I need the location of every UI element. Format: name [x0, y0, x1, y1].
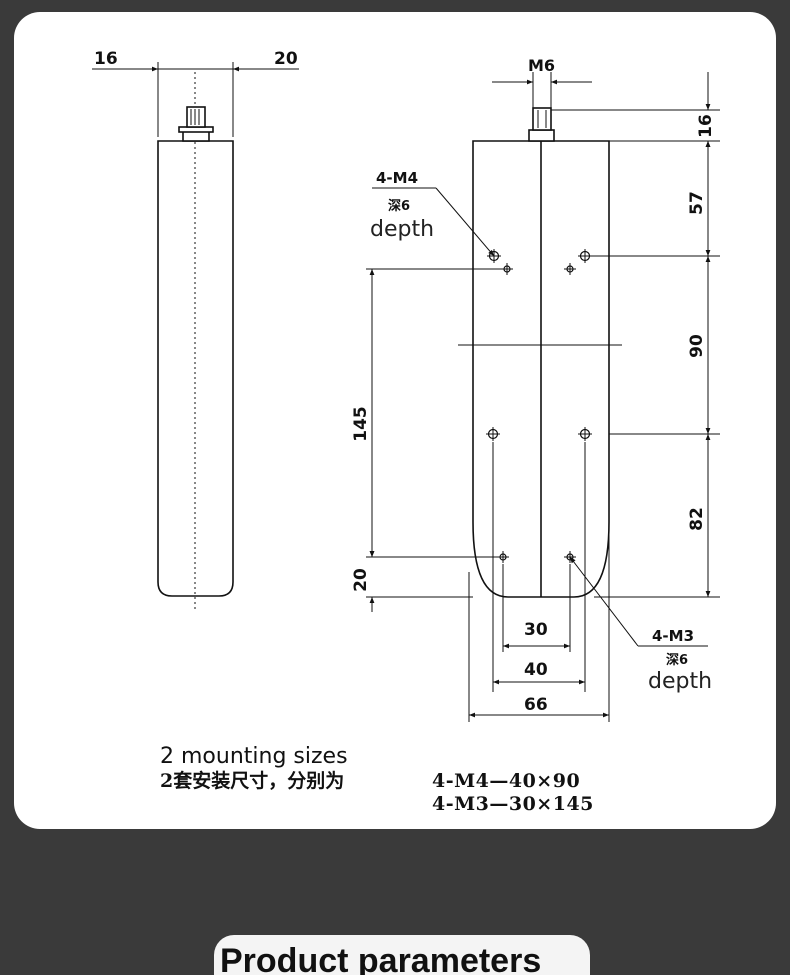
mounting-caption: 2 mounting sizes 2套安装尺寸，分别为 4-M4—40×90 4… — [160, 744, 760, 816]
dim-30: 30 — [524, 620, 548, 640]
m4-callout: 4-M4 深6 depth — [370, 169, 495, 257]
drawing-card: 16 20 M6 — [14, 12, 776, 829]
caption-size-1: 4-M4—40×90 — [432, 770, 581, 792]
caption-size-2: 4-M3—30×145 — [432, 793, 594, 815]
front-connector-base — [528, 129, 555, 142]
m4-label: 4-M4 — [376, 169, 418, 187]
m3-callout: 4-M3 深6 depth — [569, 556, 712, 694]
m3-label: 4-M3 — [652, 627, 694, 645]
front-connector-stud — [532, 107, 552, 131]
technical-drawing: 16 20 M6 — [92, 49, 720, 722]
caption-english: 2 mounting sizes — [160, 744, 348, 769]
dim-82: 82 — [687, 507, 707, 531]
side-connector-stud — [186, 106, 206, 128]
dim-side-right: 20 — [274, 49, 298, 69]
dim-40: 40 — [524, 660, 548, 680]
dim-20-bottom: 20 — [351, 568, 371, 592]
dim-57: 57 — [687, 191, 707, 215]
dim-16-top: 16 — [696, 114, 716, 138]
m4-depth-en: depth — [370, 217, 434, 242]
dim-66: 66 — [524, 695, 548, 715]
m3-depth-en: depth — [648, 669, 712, 694]
side-view: 16 20 — [92, 49, 299, 612]
dim-145: 145 — [351, 406, 371, 442]
front-view: M6 — [351, 56, 720, 722]
dim-side-left: 16 — [94, 49, 118, 69]
dim-90: 90 — [687, 334, 707, 358]
m4-depth-zh: 深6 — [388, 198, 410, 214]
caption-chinese: 2套安装尺寸，分别为 — [160, 770, 345, 792]
caption-row: 2套安装尺寸，分别为 4-M4—40×90 4-M3—30×145 — [160, 770, 760, 816]
caption-sizes: 4-M4—40×90 4-M3—30×145 — [432, 770, 594, 816]
next-section-title: Product parameters — [214, 935, 590, 975]
m3-depth-zh: 深6 — [666, 652, 688, 668]
dim-thread: M6 — [528, 56, 555, 75]
